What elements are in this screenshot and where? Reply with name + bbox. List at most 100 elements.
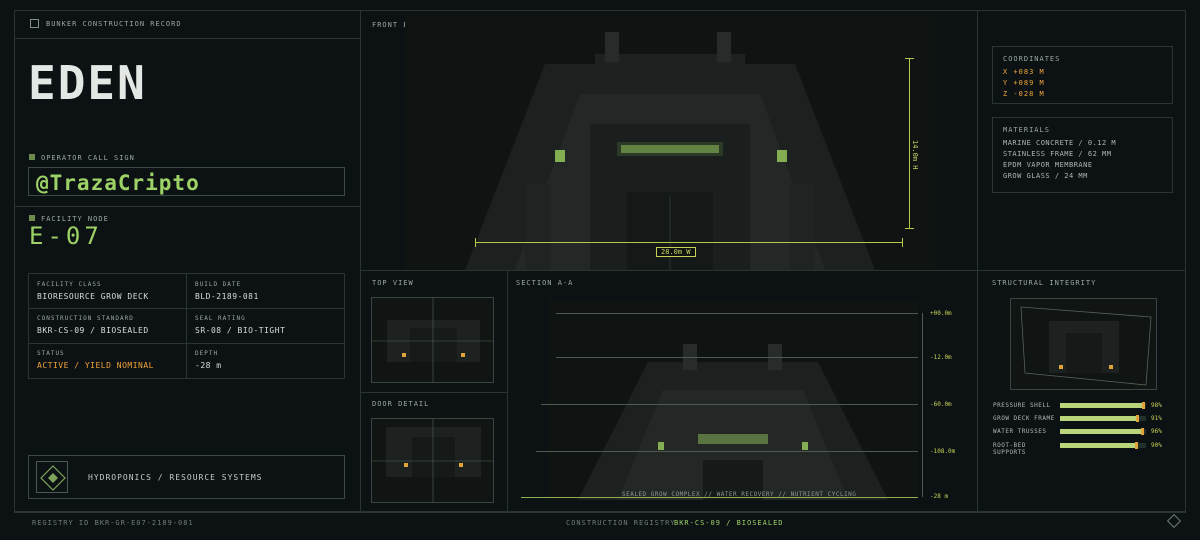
material-item: STAINLESS FRAME / 62 MM — [1003, 150, 1112, 158]
integrity-bar-marker — [1136, 415, 1139, 422]
section-level-4: -28 m — [930, 493, 949, 500]
integrity-bar-track — [1060, 402, 1146, 409]
section-level-3: -108.0m — [930, 448, 956, 455]
section-level-0: +00.0m — [930, 310, 952, 317]
top-view-render — [371, 297, 494, 383]
corner-diamond-icon — [1166, 513, 1182, 529]
top-view-title: TOP VIEW — [372, 279, 414, 287]
integrity-render — [1010, 298, 1157, 390]
integrity-item-percent: 90% — [1151, 442, 1162, 449]
coordinates-panel — [992, 46, 1173, 104]
coordinate-x: X +083 M — [1003, 68, 1045, 76]
integrity-bar-fill — [1060, 429, 1143, 434]
door-detail-render — [371, 418, 494, 503]
facility-name: EDEN — [28, 56, 147, 110]
integrity-item-percent: 98% — [1151, 402, 1162, 409]
height-dimension-cap-bottom — [905, 228, 914, 229]
integrity-bar-track — [1060, 415, 1146, 422]
height-dimension-label: 14.0m H — [911, 140, 919, 170]
divider-right-h — [977, 270, 1186, 271]
diamond-icon — [36, 461, 68, 493]
class-value: BIORESOURCE GROW DECK — [37, 292, 149, 301]
status-label: STATUS — [37, 350, 65, 357]
node-marker-icon — [29, 215, 35, 221]
section-level-line-4 — [521, 497, 918, 498]
divider-right — [977, 10, 978, 512]
integrity-label: STRUCTURAL INTEGRITY — [992, 279, 1097, 287]
class-label: FACILITY CLASS — [37, 281, 102, 288]
integrity-bar-track — [1060, 428, 1146, 435]
integrity-item-percent: 91% — [1151, 415, 1162, 422]
coordinate-y: Y +089 M — [1003, 79, 1045, 87]
integrity-bar-marker — [1142, 402, 1145, 409]
operator-label: OPERATOR CALL SIGN — [41, 154, 135, 162]
integrity-item-label: ROOT-BED SUPPORTS — [993, 442, 1026, 456]
seal-value: SR-08 / BIO-TIGHT — [195, 326, 286, 335]
divider-left — [360, 10, 361, 512]
material-item: MARINE CONCRETE / 0.12 M — [1003, 139, 1117, 147]
section-level-1: -12.0m — [930, 354, 952, 361]
seal-label: SEAL RATING — [195, 315, 246, 322]
front-elevation-render — [405, 14, 935, 270]
registry-value: BKR-CS-09 / BIOSEALED — [674, 519, 784, 527]
integrity-item-label: WATER TRUSSES — [993, 428, 1047, 435]
door-view-title: DOOR DETAIL — [372, 400, 430, 408]
section-view-title: SECTION A-A — [516, 279, 574, 287]
section-level-line-3 — [536, 451, 918, 452]
materials-panel — [992, 117, 1173, 193]
divider-left-node — [14, 206, 360, 207]
spec-grid-hline-1 — [28, 308, 345, 309]
integrity-item-label: GROW DECK FRAME — [993, 415, 1055, 422]
width-dimension-cap-left — [475, 238, 476, 247]
standard-label: CONSTRUCTION STANDARD — [37, 315, 134, 322]
divider-left-top — [14, 38, 360, 39]
integrity-bar-marker — [1141, 428, 1144, 435]
height-dimension-line — [909, 58, 910, 228]
height-dimension-cap-top — [905, 58, 914, 59]
width-dimension-cap-right — [902, 238, 903, 247]
section-level-line-2 — [541, 404, 918, 405]
standard-value: BKR-CS-09 / BIOSEALED — [37, 326, 149, 335]
build-label: BUILD DATE — [195, 281, 242, 288]
coordinates-label: COORDINATES — [1003, 55, 1061, 63]
material-item: GROW GLASS / 24 MM — [1003, 172, 1088, 180]
material-item: EPDM VAPOR MEMBRANE — [1003, 161, 1093, 169]
depth-label: DEPTH — [195, 350, 219, 357]
section-scale-line — [922, 313, 923, 497]
spec-grid-vline — [186, 273, 187, 379]
node-value: E-07 — [29, 222, 103, 250]
record-title: BUNKER CONSTRUCTION RECORD — [46, 20, 182, 28]
section-caption: SEALED GROW COMPLEX // WATER RECOVERY //… — [622, 491, 857, 498]
width-dimension-label: 28.0m W — [656, 247, 696, 257]
build-value: BLD-2189-081 — [195, 292, 259, 301]
node-label: FACILITY NODE — [41, 215, 109, 223]
section-render — [548, 300, 918, 500]
divider-footer — [14, 512, 1186, 513]
status-value: ACTIVE / YIELD NOMINAL — [37, 361, 154, 370]
registry-id: REGISTRY ID BKR-GR-E07-2189-081 — [32, 519, 194, 527]
section-level-line-0 — [556, 313, 918, 314]
operator-marker-icon — [29, 154, 35, 160]
record-checkbox-icon — [30, 19, 39, 28]
systems-label: HYDROPONICS / RESOURCE SYSTEMS — [88, 473, 263, 482]
materials-label: MATERIALS — [1003, 126, 1050, 134]
systems-button[interactable] — [28, 455, 345, 499]
divider-topdoor — [360, 392, 507, 393]
operator-field[interactable] — [28, 167, 345, 196]
registry-label: CONSTRUCTION REGISTRY — [566, 519, 676, 527]
operator-callsign: @TrazaCripto — [36, 171, 200, 195]
width-dimension-line — [475, 242, 903, 243]
section-level-2: -60.0m — [930, 401, 952, 408]
integrity-item-label: PRESSURE SHELL — [993, 402, 1051, 409]
integrity-bar-fill — [1060, 403, 1144, 408]
divider-mid-h — [360, 270, 977, 271]
divider-views — [507, 270, 508, 512]
section-level-line-1 — [556, 357, 918, 358]
integrity-bar-fill — [1060, 416, 1138, 421]
spec-grid-hline-2 — [28, 343, 345, 344]
depth-value: -28 m — [195, 361, 222, 370]
integrity-bar-fill — [1060, 443, 1137, 448]
integrity-bar-track — [1060, 442, 1146, 449]
integrity-bar-marker — [1135, 442, 1138, 449]
integrity-item-percent: 96% — [1151, 428, 1162, 435]
